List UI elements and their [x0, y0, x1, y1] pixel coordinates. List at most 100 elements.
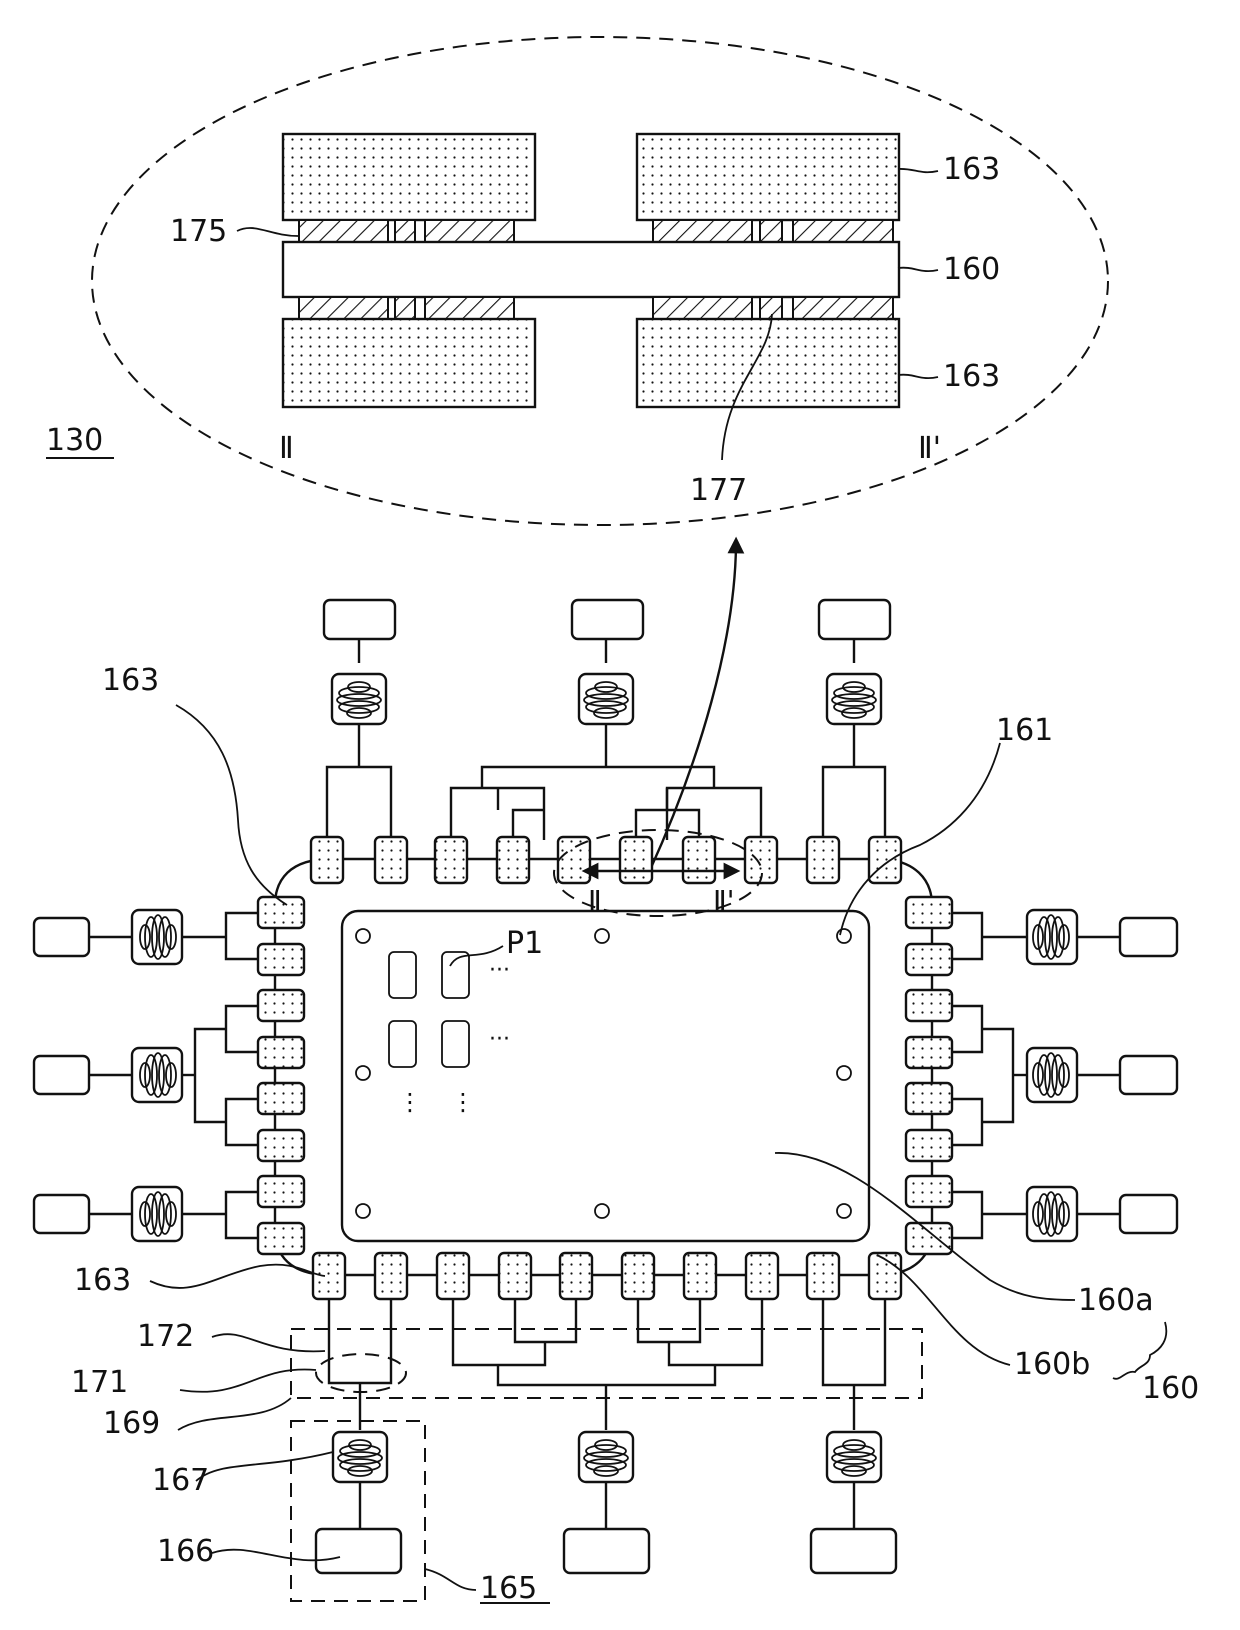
- coil-icon: [827, 674, 881, 724]
- terminal-top-2: [572, 600, 643, 639]
- pad-163: [746, 1253, 778, 1299]
- pad-163: [375, 1253, 407, 1299]
- label-p1: P1: [506, 926, 543, 961]
- pad-163: [497, 837, 529, 883]
- label-160a: 160a: [1078, 1283, 1154, 1318]
- label-165: 165: [480, 1571, 537, 1606]
- label-160: 160: [943, 252, 1000, 287]
- terminal-bottom-3: [811, 1529, 896, 1573]
- terminal-left-2: [34, 1056, 89, 1094]
- bond-segment: [793, 220, 893, 242]
- coil-icon: [132, 1048, 182, 1102]
- leader-165: [425, 1569, 476, 1590]
- coil-icon: [579, 1432, 633, 1482]
- leader-175: [237, 228, 298, 236]
- bond-segment: [395, 220, 415, 242]
- pad-163: [684, 1253, 716, 1299]
- pad-163: [906, 897, 952, 928]
- label-163-bottom: 163: [943, 359, 1000, 394]
- bond-segment: [653, 220, 752, 242]
- leader-167: [196, 1452, 333, 1481]
- terminal-right-1: [1120, 918, 1177, 956]
- main-view: ··· ··· ⋮ ⋮ P1: [34, 600, 1199, 1606]
- pad-163: [906, 1176, 952, 1207]
- pad-163: [313, 1253, 345, 1299]
- right-pad-column: [906, 897, 952, 1254]
- pad-163: [906, 944, 952, 975]
- leader-160: [898, 268, 938, 271]
- pad-163-top-right: [637, 134, 899, 220]
- pad-163: [558, 837, 590, 883]
- pad-163: [258, 1083, 304, 1114]
- coil-icon: [132, 1187, 182, 1241]
- label-177: 177: [690, 473, 747, 508]
- terminal-166: [316, 1529, 401, 1573]
- leader-163-bottom: [898, 375, 938, 378]
- coil-167-icon: [333, 1432, 387, 1482]
- terminal-bottom-2: [564, 1529, 649, 1573]
- label-160: 160: [1142, 1371, 1199, 1406]
- leader-163-topleft: [176, 705, 287, 905]
- coil-icon: [1027, 910, 1077, 964]
- pad-163: [258, 1223, 304, 1254]
- pad-163: [499, 1253, 531, 1299]
- section-marker-start: Ⅱ: [279, 431, 294, 466]
- substrate-160: [283, 242, 899, 297]
- label-163-bottomleft: 163: [74, 1263, 131, 1298]
- pad-163-bottom-left: [283, 319, 535, 407]
- section-marker-start-main: Ⅱ: [588, 884, 602, 917]
- ellipsis-row-1: ···: [489, 958, 510, 983]
- bottom-branches: [329, 1299, 885, 1529]
- pad-163: [869, 837, 901, 883]
- ellipsis-row-2: ···: [489, 1027, 510, 1052]
- figure-ref-130: 130: [46, 423, 103, 458]
- label-167: 167: [152, 1463, 209, 1498]
- ellipsis-col-2: ⋮: [451, 1088, 475, 1116]
- pad-163: [258, 1176, 304, 1207]
- top-branches: [327, 640, 885, 840]
- leader-169: [178, 1398, 291, 1430]
- coil-icon: [827, 1432, 881, 1482]
- detail-arrow: [650, 545, 736, 870]
- leader-172: [212, 1334, 325, 1351]
- pad-163: [437, 1253, 469, 1299]
- bond-segment: [425, 297, 514, 319]
- bond-segment: [793, 297, 893, 319]
- label-160b: 160b: [1014, 1347, 1090, 1382]
- pad-163: [258, 1037, 304, 1068]
- left-pad-column: [258, 897, 304, 1254]
- board-region-160a: [342, 911, 869, 1241]
- label-175: 175: [170, 214, 227, 249]
- coil-icon: [1027, 1048, 1077, 1102]
- pad-163: [258, 990, 304, 1021]
- pad-163: [258, 1130, 304, 1161]
- pad-163-top-left: [283, 134, 535, 220]
- pad-163: [683, 837, 715, 883]
- bond-segment: [653, 297, 752, 319]
- bond-layer-175: [299, 220, 388, 242]
- terminal-left-3: [34, 1195, 89, 1233]
- label-161: 161: [996, 713, 1053, 748]
- coil-icon: [132, 910, 182, 964]
- label-171: 171: [71, 1365, 128, 1400]
- terminal-top-1: [324, 600, 395, 639]
- pad-163: [620, 837, 652, 883]
- pad-163: [906, 990, 952, 1021]
- bond-segment: [299, 297, 388, 319]
- bond-segment: [425, 220, 514, 242]
- pad-163: [435, 837, 467, 883]
- label-172: 172: [137, 1319, 194, 1354]
- pad-163: [807, 1253, 839, 1299]
- pad-163: [258, 944, 304, 975]
- coil-icon: [579, 674, 633, 724]
- ellipsis-col-1: ⋮: [398, 1088, 422, 1116]
- label-169: 169: [103, 1406, 160, 1441]
- via-177: [760, 297, 782, 319]
- terminal-top-3: [819, 600, 890, 639]
- pad-163: [622, 1253, 654, 1299]
- detail-view: 175 163 160 163 177 Ⅱ Ⅱ': [92, 37, 1108, 525]
- pad-163: [906, 1083, 952, 1114]
- bond-segment: [760, 220, 782, 242]
- leader-163-top: [898, 169, 938, 172]
